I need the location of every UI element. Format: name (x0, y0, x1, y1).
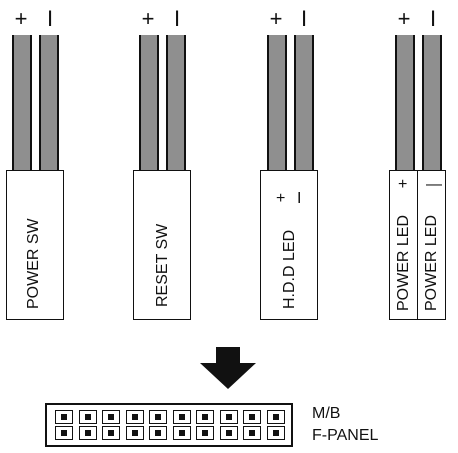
header-pin (266, 410, 285, 424)
header-pin-pair (55, 410, 73, 440)
board-sublabel: F-PANEL (312, 427, 379, 444)
power-sw-connector: POWER SW (6, 170, 64, 320)
minus-label: I (173, 6, 181, 31)
wire (294, 35, 314, 171)
pin-dot (272, 414, 279, 420)
header-pin (102, 410, 120, 424)
pin-dot (249, 430, 255, 436)
pin-dot (155, 414, 161, 420)
pin-dot (84, 414, 91, 420)
connector-label: POWER LED (423, 214, 440, 311)
connector-label: POWER LED (395, 214, 412, 311)
pin-dot (178, 430, 185, 436)
wire (267, 35, 287, 171)
pin-dot (202, 430, 208, 436)
plus-label: + (14, 6, 28, 31)
plus-label: + (276, 190, 286, 207)
connector-label: POWER SW (25, 218, 42, 309)
plus-label: + (141, 6, 155, 31)
header-pin (172, 410, 191, 424)
header-pin-pair (196, 410, 214, 440)
power-led-minus-connector: — POWER LED (417, 170, 446, 320)
header-pin-pair (149, 410, 167, 440)
header-pin-pair (266, 410, 285, 440)
header-pin-pair (102, 410, 120, 440)
pin-dot (61, 430, 67, 436)
minus-label: I (300, 6, 308, 31)
hdd-led-connector: + I H.D.D LED (260, 170, 318, 320)
header-pin-pair (172, 410, 191, 440)
reset-sw-connector: RESET SW (133, 170, 191, 320)
wire (39, 35, 59, 171)
pin-dot (131, 414, 138, 420)
pin-dot (178, 414, 185, 420)
header-pin (196, 426, 214, 440)
header-pin (149, 426, 167, 440)
minus-label: I (46, 6, 54, 31)
pin-dot (108, 430, 114, 436)
board-label: M/B (312, 405, 341, 422)
connector-label: RESET SW (154, 223, 171, 307)
pin-dot (108, 414, 114, 420)
pin-dot (272, 430, 279, 436)
header-pin (243, 410, 261, 424)
header-pin-pair (125, 410, 144, 440)
connector-label: H.D.D LED (281, 229, 298, 309)
pin-dot (225, 430, 232, 436)
header-pin-pair (219, 410, 238, 440)
header-pin (196, 410, 214, 424)
pin-dot (131, 430, 138, 436)
pin-dot (202, 414, 208, 420)
header-pin (102, 426, 120, 440)
pin-dot (155, 430, 161, 436)
arrow-down-icon (200, 347, 256, 389)
pin-dot (61, 414, 67, 420)
minus-label: — (426, 176, 442, 193)
wire (395, 35, 415, 171)
header-pin (125, 410, 144, 424)
header-pin (243, 426, 261, 440)
header-pin (172, 426, 191, 440)
header-pin (78, 410, 97, 424)
wire (139, 35, 159, 171)
header-pin-pair (78, 410, 97, 440)
pin-dot (225, 414, 232, 420)
pin-dot (249, 414, 255, 420)
header-pin (149, 410, 167, 424)
header-pin (55, 426, 73, 440)
front-panel-header (45, 403, 293, 447)
header-pin (219, 410, 238, 424)
header-pin-pair (243, 410, 261, 440)
header-pin (219, 426, 238, 440)
plus-label: + (269, 6, 283, 31)
wire (422, 35, 442, 171)
wire (166, 35, 186, 171)
header-pin (55, 410, 73, 424)
header-pin (78, 426, 97, 440)
minus-label: I (297, 190, 302, 207)
wire (12, 35, 32, 171)
minus-label: I (429, 6, 437, 31)
header-pin (125, 426, 144, 440)
pin-dot (84, 430, 91, 436)
header-pin (266, 426, 285, 440)
power-led-plus-connector: + POWER LED (389, 170, 418, 320)
plus-label: + (398, 176, 408, 193)
plus-label: + (397, 6, 411, 31)
